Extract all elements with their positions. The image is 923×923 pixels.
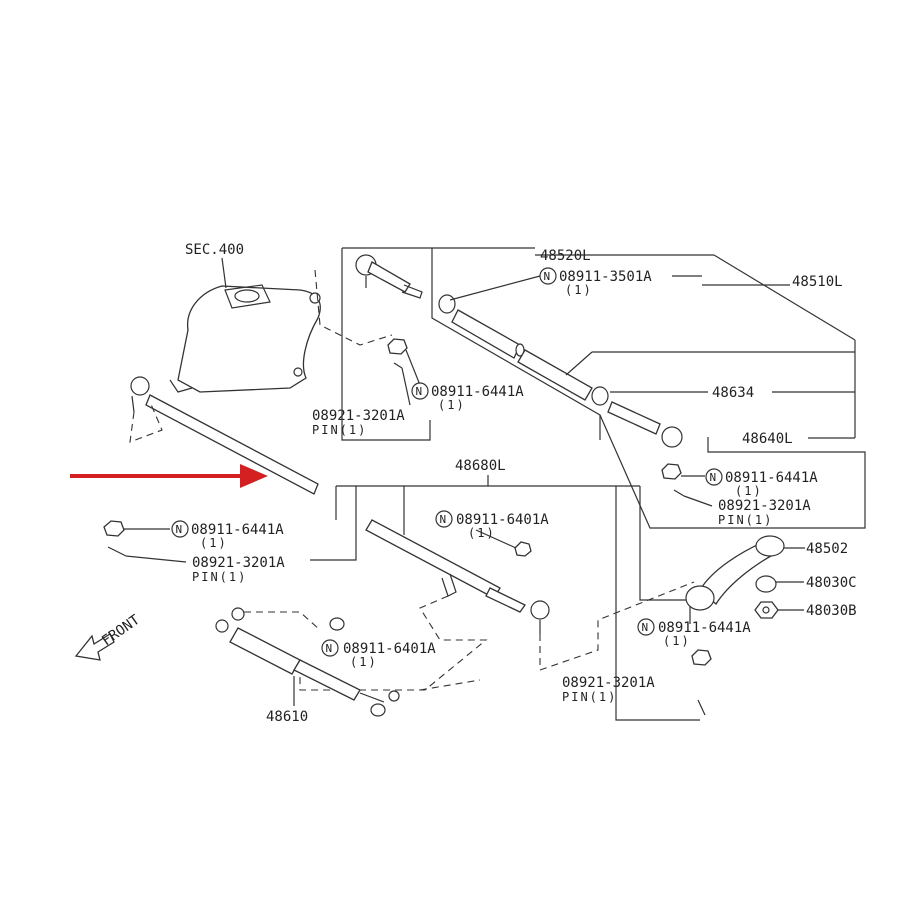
nut-symbol-text-4: N [710,471,717,484]
label-48680l: 48680L [455,458,506,474]
nut-symbol-icon-5 [435,510,453,528]
label-pin-upper-text: PIN(1) [312,423,367,437]
nut-symbol-text: N [176,523,183,536]
label-nut-left-qty: (1) [200,536,228,550]
label-sec400: SEC.400 [185,242,244,258]
label-nut-sleeve-qty: (1) [565,283,593,297]
label-pin-right: 08921-3201A [718,498,811,514]
label-nut-right: 08911-6441A [725,470,818,486]
label-nut-pitman-qty: (1) [663,634,691,648]
left-tie-rod [129,376,319,495]
label-48502: 48502 [806,541,848,557]
nut-symbol-icon-2 [411,382,429,400]
center-nut [475,529,532,557]
nut-symbol-icon-7 [321,639,339,657]
pitman-arm [685,535,805,611]
label-48030b: 48030B [806,603,857,619]
label-pin-pitman: 08921-3201A [562,675,655,691]
nut-symbol-text-2: N [416,385,423,398]
label-48634: 48634 [712,385,754,401]
pitman-nut [754,601,804,619]
upper-nut [387,338,423,406]
label-nut-center-qty: (1) [468,526,496,540]
upper-tie-rod-end [314,254,423,346]
label-48510l: 48510L [792,274,843,290]
label-48610: 48610 [266,709,308,725]
lock-washer [755,575,804,593]
label-nut-right-qty: (1) [735,484,763,498]
label-nut-sleeve: 08911-3501A [559,269,652,285]
label-nut-upper: 08911-6441A [431,384,524,400]
nut-symbol-text-3: N [544,270,551,283]
label-pin-left: 08921-3201A [192,555,285,571]
center-link [299,519,695,691]
nut-symbol-text-5: N [440,513,447,526]
label-pin-upper: 08921-3201A [312,408,405,424]
label-nut-pitman: 08911-6441A [658,620,751,636]
label-nut-center: 08911-6401A [456,512,549,528]
label-nut-damper-qty: (1) [350,655,378,669]
label-front: FRONT [99,612,143,650]
steering-gear-housing [169,257,321,393]
label-nut-damper: 08911-6401A [343,641,436,657]
nut-symbol-icon-6 [637,618,655,636]
label-nut-upper-qty: (1) [438,398,466,412]
right-end-nut [661,463,713,507]
label-pin-left-text: PIN(1) [192,570,247,584]
nut-symbol-text-6: N [642,621,649,634]
nut-symbol-icon [171,520,189,538]
label-48640l: 48640L [742,431,793,447]
label-48520l: 48520L [540,248,591,264]
damper-nut [329,617,345,631]
pitman-stud-nut [691,649,712,716]
nut-symbol-icon-4 [705,468,723,486]
red-pointer-arrow [70,464,268,488]
label-pin-right-text: PIN(1) [718,513,773,527]
label-pin-pitman-text: PIN(1) [562,690,617,704]
label-nut-left: 08911-6441A [191,522,284,538]
steering-damper [215,607,481,717]
front-arrow-icon [74,633,115,661]
nut-symbol-text-7: N [326,642,333,655]
adjusting-sleeve [438,294,683,448]
label-48030c: 48030C [806,575,857,591]
left-nut [103,520,187,563]
